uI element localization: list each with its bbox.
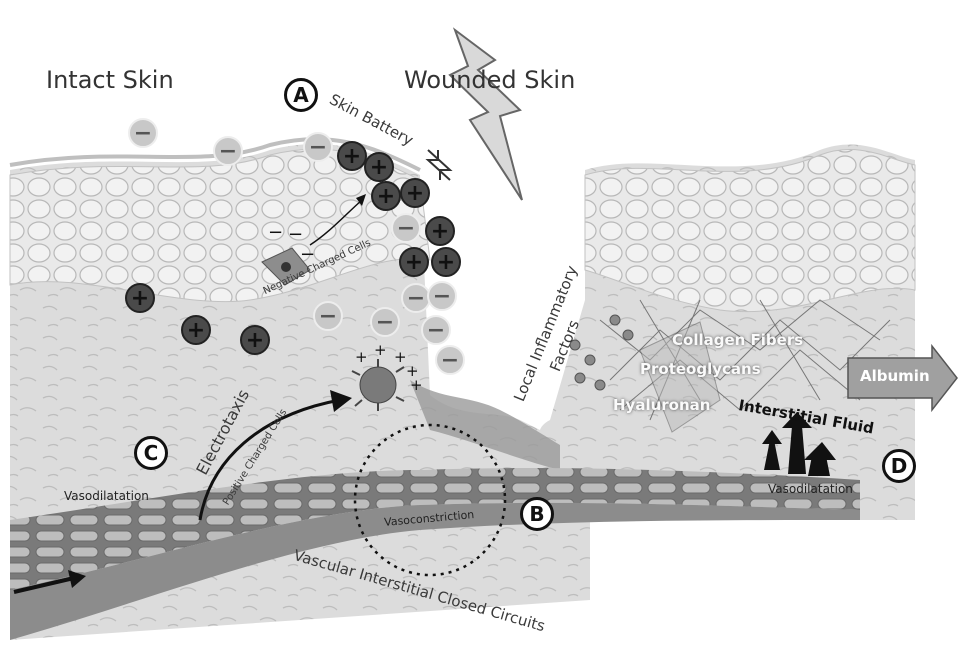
label-albumin: Albumin	[860, 369, 930, 384]
positive-ion: +	[371, 181, 401, 211]
badge-b: B	[520, 497, 554, 531]
negative-ion: −	[391, 213, 421, 243]
battery-swap-icon	[428, 150, 450, 180]
charge-mark-plus: +	[374, 343, 387, 358]
positive-ion: +	[125, 283, 155, 313]
positive-ion: +	[337, 141, 367, 171]
label-collagen: Collagen Fibers	[672, 333, 803, 348]
label-vasodilatation-left: Vasodilatation	[64, 490, 149, 502]
negative-ion: −	[213, 136, 243, 166]
negative-ion: −	[303, 132, 333, 162]
negative-ion: −	[421, 315, 451, 345]
charge-mark-plus: +	[394, 350, 407, 365]
positive-ion: +	[399, 247, 429, 277]
label-vasodilatation-right: Vasodilatation	[768, 483, 853, 495]
negative-ion: −	[370, 307, 400, 337]
badge-c: C	[134, 436, 168, 470]
heading-intact-skin: Intact Skin	[46, 68, 174, 92]
positive-ion: +	[181, 315, 211, 345]
badge-d: D	[882, 449, 916, 483]
charge-mark-plus: +	[410, 378, 423, 393]
positive-ion: +	[425, 216, 455, 246]
badge-a: A	[284, 78, 318, 112]
positive-ion: +	[431, 247, 461, 277]
positive-ion: +	[364, 152, 394, 182]
charge-mark-minus: −	[288, 226, 303, 244]
charge-mark-plus: +	[355, 350, 368, 365]
negative-ion: −	[128, 118, 158, 148]
label-hyaluronan: Hyaluronan	[613, 398, 710, 413]
lightning-icon	[450, 30, 522, 200]
negative-ion: −	[435, 345, 465, 375]
charge-mark-minus: −	[300, 246, 315, 264]
positive-ion: +	[240, 325, 270, 355]
label-proteoglycans: Proteoglycans	[640, 362, 761, 377]
negative-ion: −	[427, 281, 457, 311]
charge-mark-minus: −	[268, 224, 283, 242]
heading-wounded-skin: Wounded Skin	[404, 68, 575, 92]
negative-ion: −	[313, 301, 343, 331]
positive-ion: +	[400, 178, 430, 208]
